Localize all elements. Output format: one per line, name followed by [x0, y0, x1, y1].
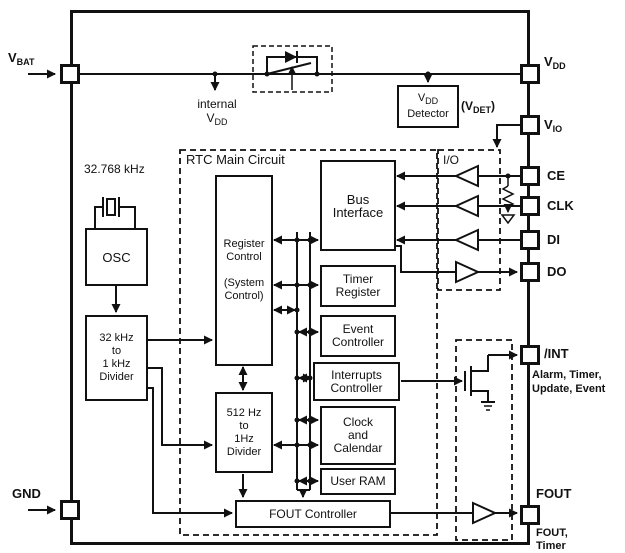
- mosfet-icon: [464, 355, 489, 401]
- ground-icon: [481, 401, 495, 411]
- io-box-label: I/O: [443, 153, 460, 167]
- pin-di: [520, 230, 540, 250]
- int-output-circuit: [401, 350, 518, 411]
- rtc-main-circuit-label: RTC Main Circuit: [186, 152, 285, 167]
- divider-to-foutctrl: [148, 387, 233, 518]
- pin-fout: [520, 505, 540, 525]
- divider-32khz-block: 32 kHz to 1 kHz Divider: [85, 315, 148, 401]
- fout-controller-block: FOUT Controller: [235, 500, 391, 528]
- int-events-label: Alarm, Timer, Update, Event: [532, 369, 606, 395]
- vdd-detector-block: VDD Detector: [397, 85, 459, 128]
- pin-do: [520, 262, 540, 282]
- ce-input-buffer-icon: [453, 164, 479, 188]
- io-buffer-lines: [396, 164, 520, 284]
- io-dashed-box: [437, 149, 501, 291]
- power-rail: [80, 71, 520, 91]
- crystal-icon: [94, 197, 136, 228]
- pin-label-int: /INT: [544, 346, 569, 361]
- di-input-buffer-icon: [453, 228, 479, 252]
- pin-label-fout: FOUT: [536, 486, 572, 501]
- ce-pulldown-resistor-icon: [500, 173, 516, 225]
- fout-events-label: FOUT, Timer: [536, 527, 568, 552]
- pin-gnd: [60, 500, 80, 520]
- osc-block: OSC: [85, 228, 148, 286]
- pin-label-gnd: GND: [12, 486, 41, 501]
- do-output-buffer-icon: [455, 260, 481, 284]
- clk-input-buffer-icon: [453, 194, 479, 218]
- pin-label-vbat: VBAT: [8, 50, 35, 67]
- divider-512hz-block: 512 Hz to 1Hz Divider: [215, 392, 273, 473]
- user-ram-block: User RAM: [320, 468, 396, 495]
- pin-label-vio: VIO: [544, 117, 563, 134]
- vdet-label: (VDET): [461, 99, 495, 115]
- crystal-freq-label: 32.768 kHz: [84, 162, 145, 176]
- pin-label-ce: CE: [547, 168, 566, 183]
- pin-label-di: DI: [547, 232, 560, 247]
- event-controller-block: Event Controller: [320, 315, 396, 357]
- pin-label-vdd: VDD: [544, 54, 566, 71]
- pin-int: [520, 345, 540, 365]
- pin-vdd: [520, 64, 540, 84]
- switch-dashed-box: [252, 45, 333, 93]
- timer-register-block: Timer Register: [320, 265, 396, 307]
- output-dashed-box: [455, 339, 513, 541]
- diode-icon: [285, 51, 297, 63]
- clock-calendar-block: Clock and Calendar: [320, 406, 396, 465]
- pin-ce: [520, 166, 540, 186]
- pin-clk: [520, 196, 540, 216]
- rtc-main-dashed-box: [179, 149, 438, 536]
- fout-output-line: [391, 501, 518, 525]
- bus-interface-block: Bus Interface: [320, 160, 396, 251]
- pin-label-clk: CLK: [547, 198, 574, 213]
- backup-switch-circuit: [252, 45, 333, 93]
- register-control-block: Register Control (System Control): [215, 175, 273, 366]
- pin-vio: [520, 115, 540, 135]
- external-arrows: [28, 69, 56, 515]
- pin-vbat: [60, 64, 80, 84]
- vio-line: [492, 124, 520, 148]
- bus-connectors: [238, 235, 319, 498]
- divider-to-512div: [148, 367, 213, 450]
- internal-vdd-label: internal VDD: [197, 97, 237, 127]
- fout-buffer-icon: [472, 501, 498, 525]
- pin-label-do: DO: [547, 264, 567, 279]
- interrupts-controller-block: Interrupts Controller: [313, 362, 400, 401]
